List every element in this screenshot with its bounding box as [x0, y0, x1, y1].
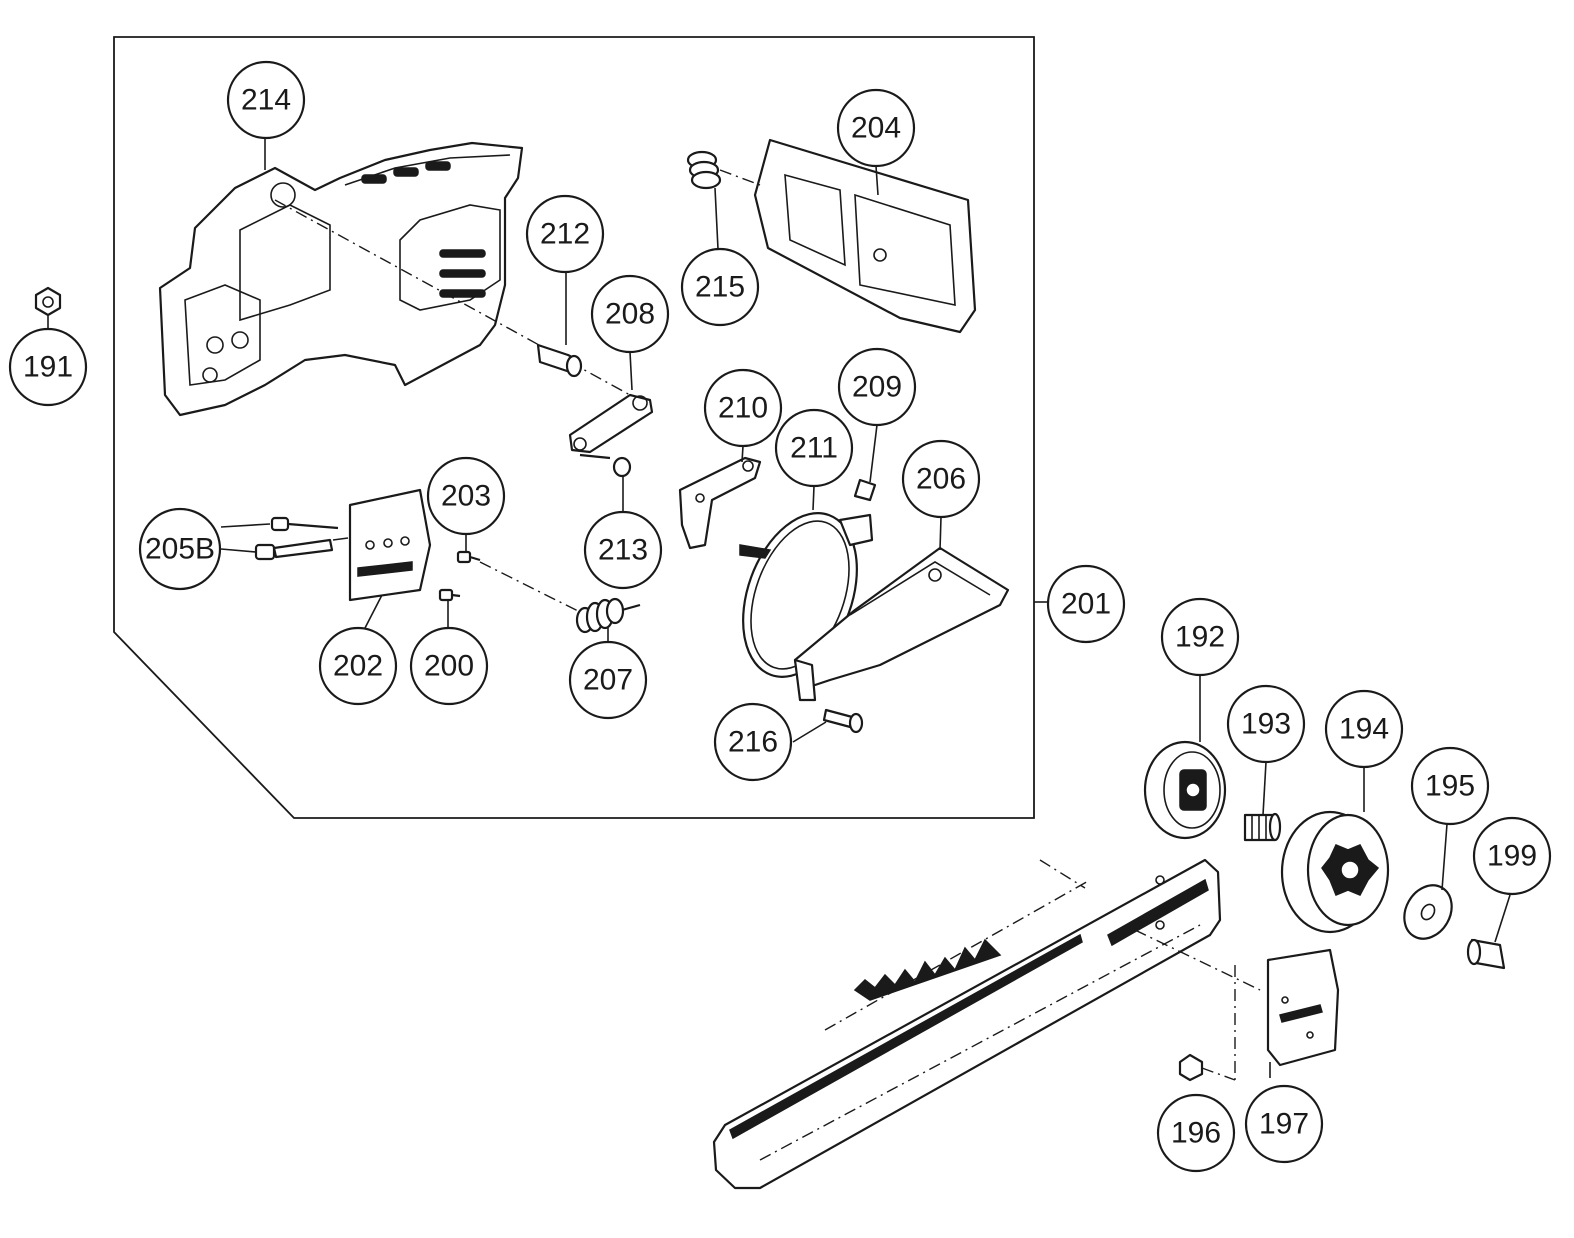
- callout-label: 203: [441, 480, 491, 513]
- callout-label: 194: [1339, 713, 1389, 746]
- callout-206: 206: [901, 439, 981, 519]
- collar-drawing: [536, 343, 583, 378]
- callout-205B: 205B: [138, 507, 222, 591]
- assembly-frame: [113, 36, 1035, 819]
- leader-lines: [47, 138, 1511, 1078]
- callout-208: 208: [590, 274, 670, 354]
- callout-211: 211: [774, 408, 854, 488]
- callout-label: 210: [718, 392, 768, 425]
- callout-204: 204: [836, 88, 916, 168]
- callout-label: 191: [23, 351, 73, 384]
- brake-lever-drawing: [678, 456, 762, 550]
- bolt-216-drawing: [822, 708, 864, 734]
- callout-label: 200: [424, 650, 474, 683]
- callout-label: 202: [333, 650, 383, 683]
- callout-label: 208: [605, 298, 655, 331]
- pin-drawing: [612, 456, 632, 478]
- callout-209: 209: [837, 347, 917, 427]
- callout-203: 203: [426, 456, 506, 536]
- callout-label: 213: [598, 534, 648, 567]
- adjuster-plate-drawing: [348, 488, 432, 602]
- callout-212: 212: [525, 194, 605, 274]
- washer-drawing: [1403, 884, 1453, 940]
- callout-label: 214: [241, 84, 291, 117]
- lever-link-drawing: [568, 393, 654, 460]
- cap-drawing: [1466, 938, 1506, 970]
- callout-label: 207: [583, 664, 633, 697]
- adjuster-spring-drawing: [575, 597, 641, 634]
- callout-label: 199: [1487, 840, 1537, 873]
- callout-label: 205B: [145, 533, 215, 566]
- callout-202: 202: [318, 626, 398, 706]
- nut-196-drawing: [1178, 1053, 1236, 1082]
- callout-194: 194: [1324, 689, 1404, 769]
- callout-label: 206: [916, 463, 966, 496]
- callout-199: 199: [1472, 816, 1552, 896]
- callout-label: 195: [1425, 770, 1475, 803]
- callout-label: 197: [1259, 1108, 1309, 1141]
- torsion-spring-drawing: [686, 150, 761, 190]
- callout-216: 216: [713, 702, 793, 782]
- cover-plate-drawing: [753, 138, 977, 334]
- brake-bracket-drawing: [793, 546, 1010, 702]
- callout-label: 216: [728, 726, 778, 759]
- callout-193: 193: [1226, 684, 1306, 764]
- callout-label: 211: [790, 432, 838, 465]
- callout-label: 192: [1175, 621, 1225, 654]
- callout-215: 215: [680, 247, 760, 327]
- callout-label: 215: [695, 271, 745, 304]
- callout-196: 196: [1156, 1093, 1236, 1173]
- callout-label: 201: [1061, 588, 1111, 621]
- callout-213: 213: [583, 510, 663, 590]
- callout-label: 196: [1171, 1117, 1221, 1150]
- screws-drawing: [438, 550, 581, 613]
- callout-192: 192: [1160, 597, 1240, 677]
- bolts-drawing: [254, 516, 349, 561]
- sprocket-drum-drawing: [1280, 810, 1390, 934]
- callout-195: 195: [1410, 746, 1490, 826]
- callout-label: 209: [852, 371, 902, 404]
- needle-bearing-drawing: [1243, 812, 1282, 842]
- callout-201: 201: [1046, 564, 1126, 644]
- brake-pin-drawing: [853, 478, 877, 502]
- outer-plate-drawing: [1234, 948, 1340, 1080]
- callout-214: 214: [226, 60, 306, 140]
- nut-191-drawing: [34, 286, 62, 317]
- callout-label: 193: [1241, 708, 1291, 741]
- clutch-drawing: [1143, 740, 1227, 840]
- callout-191: 191: [8, 327, 88, 407]
- callout-label: 204: [851, 112, 901, 145]
- crankcase-housing-drawing: [158, 141, 631, 417]
- guide-bar-drawing: [712, 858, 1261, 1190]
- callout-label: 212: [540, 218, 590, 251]
- callout-207: 207: [568, 640, 648, 720]
- callout-200: 200: [409, 626, 489, 706]
- callout-197: 197: [1244, 1084, 1324, 1164]
- callout-210: 210: [703, 368, 783, 448]
